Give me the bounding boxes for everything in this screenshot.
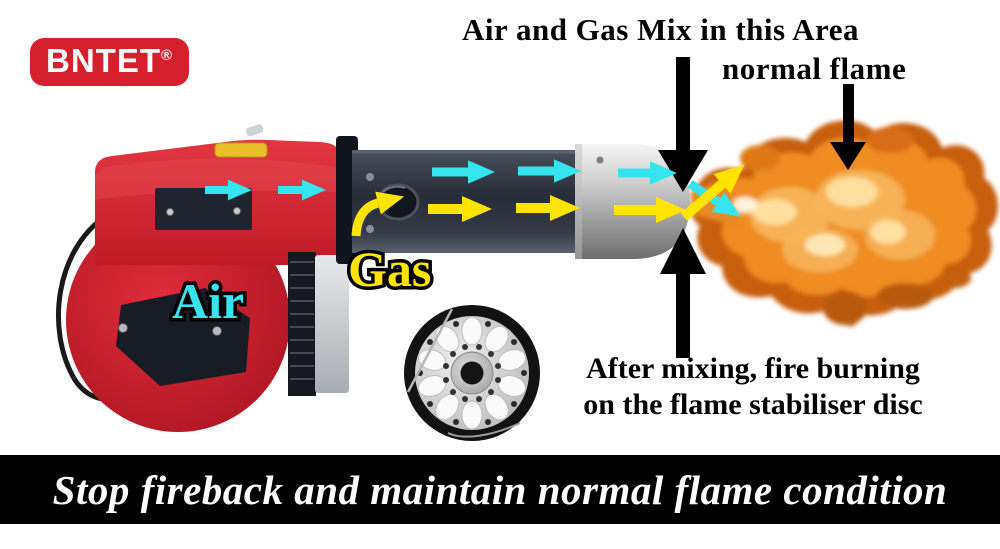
gas-flow-arrows [351,164,745,237]
motor-fins [288,252,316,396]
after-mixing-line1: After mixing, fire burning [586,352,920,385]
stabiliser-pointer-arrow [660,228,706,358]
mix-area-pointer-arrow [658,57,708,192]
bottom-banner: Stop fireback and maintain normal flame … [0,455,1000,524]
brand-name: BNTET [46,42,161,79]
stabiliser-disc-image [404,305,540,441]
normal-flame-pointer-arrow [830,84,866,170]
callout-after-mixing: After mixing, fire burning on the flame … [537,351,969,423]
warning-sticker [214,142,268,158]
inspection-plate [116,288,250,386]
damper-lever [245,124,264,137]
motor-housing [315,255,349,393]
brand-logo: BNTET® [30,38,190,87]
flame-image [690,120,999,327]
callout-mix-area: Air and Gas Mix in this Area [462,12,859,47]
label-gas: Gas [344,238,434,301]
banner-text: Stop fireback and maintain normal flame … [52,466,948,513]
callout-normal-flame: normal flame [722,51,907,86]
name-plate [155,188,252,230]
label-air: Air [168,270,247,333]
registered-trademark-icon: ® [161,47,174,64]
air-flow-arrows [205,159,741,217]
after-mixing-line2: on the flame stabiliser disc [583,388,923,421]
